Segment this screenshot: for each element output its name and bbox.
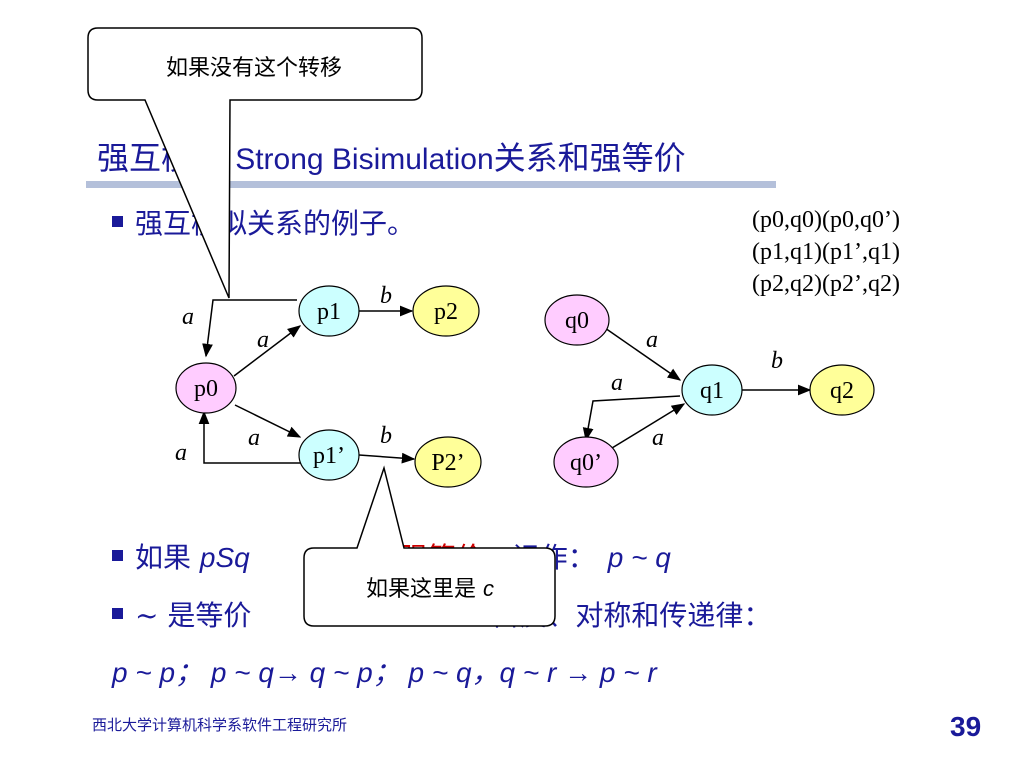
edge-label-p1p-p0: a	[175, 440, 187, 466]
edge-q0p-q1	[611, 403, 686, 449]
edge-q1-q0p	[582, 395, 681, 442]
node-q1-label: q1	[700, 378, 724, 404]
edge-label-q0p-q1: a	[652, 425, 664, 451]
node-p1: p1	[298, 285, 360, 337]
bullet-square-icon	[112, 216, 123, 227]
node-q0-prime: q0’	[553, 436, 619, 488]
edge-label-q0-q1: a	[646, 327, 658, 353]
page-number: 39	[950, 711, 982, 742]
node-p0: p0	[175, 362, 237, 414]
edge-label-p1p-P2p: b	[380, 423, 392, 449]
bullet-example: 强互模拟关系的例子。	[112, 202, 415, 242]
footer-institution: 西北大学计算机科学系软件工程研究所	[92, 716, 348, 734]
callout-bottom-prefix: 如果这里是	[366, 577, 483, 602]
node-q0-prime-label: q0’	[570, 450, 602, 476]
node-p1-label: p1	[317, 299, 341, 325]
edge-p0-p1p	[234, 404, 302, 438]
node-p1-prime-label: p1’	[313, 443, 345, 469]
bullet-2-prefix: 如果	[135, 541, 200, 574]
node-q1: q1	[681, 364, 743, 416]
relation-pairs: (p0,q0)(p0,q0’) (p1,q1)(p1’,q1) (p2,q2)(…	[752, 204, 900, 300]
node-p2: p2	[412, 285, 480, 337]
edge-label-p0-p1: a	[257, 327, 269, 353]
title-cn-suffix: 关系和强等价	[493, 139, 686, 177]
edge-label-p0-p1-loop: a	[182, 304, 194, 330]
callout-bottom-var: c	[483, 576, 494, 601]
bullet-2-notation: p ~ q	[607, 542, 671, 573]
node-p0-label: p0	[194, 376, 218, 402]
edge-label-p0-p1p: a	[248, 425, 260, 451]
edge-label-q1-q0p: a	[611, 370, 623, 396]
node-p2-label: p2	[434, 299, 458, 325]
callout-bottom-text: 如果这里是 c	[366, 576, 494, 602]
bullet-square-icon	[112, 608, 123, 619]
bullet-3-prefix: ~ 是等价	[135, 599, 252, 632]
edge-label-p1-p2: b	[380, 283, 392, 309]
callout-top-text: 如果没有这个转移	[166, 56, 342, 81]
callout-top-shape	[87, 27, 423, 299]
title-en: Strong Bisimulation	[235, 143, 494, 176]
node-q2-label: q2	[830, 378, 854, 404]
edge-p0-p1-loop	[202, 299, 297, 358]
node-q0: q0	[544, 294, 610, 346]
bullet-example-text: 强互模拟关系的例子。	[135, 207, 416, 240]
node-q0-label: q0	[565, 308, 589, 334]
edge-p1p-p0	[198, 410, 301, 464]
pair-line-3: (p2,q2)(p2’,q2)	[752, 271, 900, 297]
edge-label-q1-q2: b	[771, 348, 783, 374]
equivalence-laws: p ~ p； p ~ q→ q ~ p； p ~ q，q ~ r → p ~ r	[112, 657, 657, 688]
node-P2-prime: P2’	[414, 436, 482, 488]
bullet-square-icon	[112, 550, 123, 561]
node-P2-prime-label: P2’	[431, 450, 464, 476]
bullet-2-pSq: pSq	[199, 542, 250, 573]
edge-p1p-P2p	[358, 452, 416, 464]
callout-bottom-shape	[303, 465, 556, 627]
node-p1-prime: p1’	[298, 429, 360, 481]
edge-p0-p1	[233, 325, 302, 377]
pair-line-1: (p0,q0)(p0,q0’)	[752, 207, 900, 233]
pair-line-2: (p1,q1)(p1’,q1)	[752, 239, 900, 265]
title-underline	[86, 181, 776, 188]
node-q2: q2	[809, 364, 875, 416]
edge-q0-q1	[604, 327, 682, 381]
